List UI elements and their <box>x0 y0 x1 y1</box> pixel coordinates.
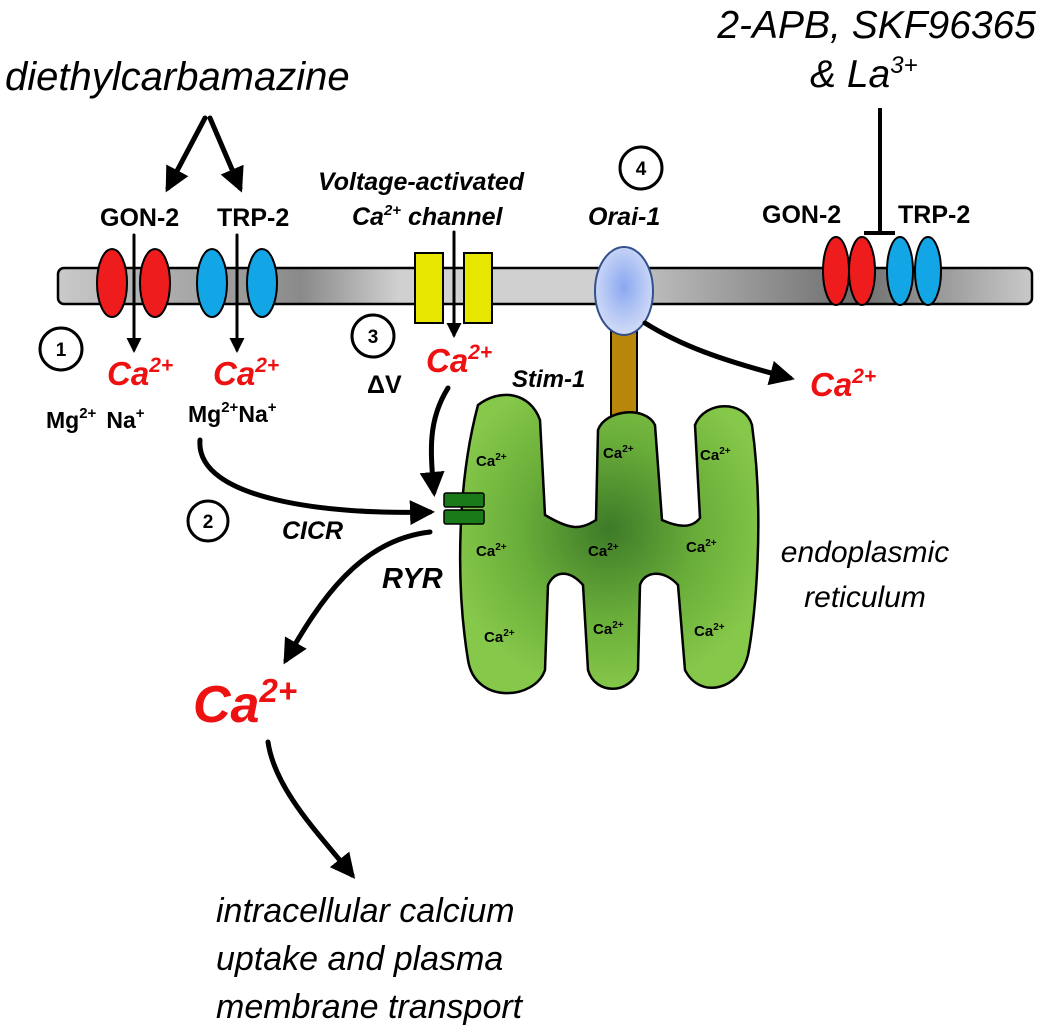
arrow-dec-to-trp2 <box>207 115 244 193</box>
blockers-line2: & La3+ <box>810 52 918 96</box>
step-1-label: 1 <box>56 340 67 361</box>
step-2-circle <box>186 499 230 543</box>
endoplasmic-reticulum <box>458 393 760 695</box>
ca-label-vac: Ca2+ <box>426 341 492 379</box>
ca-label-gon2: Ca2+ <box>107 354 173 392</box>
ca-label-cytosol: Ca2+ <box>193 672 297 734</box>
orai1-label: Orai-1 <box>588 203 660 231</box>
ca-label-orai: Ca2+ <box>810 365 876 403</box>
er-ca-9: Ca2+ <box>694 622 725 640</box>
arrow-dec-to-gon2 <box>165 115 208 193</box>
arrow-vac-ca-to-ryr <box>419 385 451 497</box>
vac-label-line2: Ca2+ channel <box>352 202 504 231</box>
arrow-orai-to-ca <box>642 320 795 386</box>
inhibition-bar <box>864 108 895 235</box>
er-ca-2: Ca2+ <box>603 444 634 462</box>
step-3-circle <box>350 313 396 359</box>
outcome-line3: membrane transport <box>216 988 524 1026</box>
er-ca-5: Ca2+ <box>588 542 619 560</box>
blockers-line1: 2-APB, SKF96365 <box>716 4 1036 47</box>
gon2-label-right: GON-2 <box>762 201 841 229</box>
er-calcium-stores: Ca2+ Ca2+ Ca2+ Ca2+ Ca2+ Ca2+ Ca2+ Ca2+ … <box>476 444 731 646</box>
arrow-ca-to-outcome <box>265 739 356 879</box>
ryr-label: RYR <box>382 563 443 595</box>
step-4-label: 4 <box>636 159 647 180</box>
delta-v-label: ΔV <box>367 371 402 399</box>
er-label-line2: reticulum <box>804 581 926 614</box>
step-3-label: 3 <box>368 327 379 348</box>
step-4-circle <box>618 145 664 191</box>
er-ca-3: Ca2+ <box>700 446 731 464</box>
outcome-line2: uptake and plasma <box>216 940 503 978</box>
er-ca-4: Ca2+ <box>476 542 507 560</box>
orai1-channel <box>594 246 654 336</box>
ryr-channel <box>443 492 485 525</box>
mg-na-label-trp2: Mg2+Na+ <box>188 399 277 427</box>
step-1-circle <box>38 326 84 372</box>
voltage-activated-channel <box>414 252 493 324</box>
trp2-channel-right <box>886 236 942 306</box>
outcome-line1: intracellular calcium <box>216 892 515 930</box>
gon2-label-left: GON-2 <box>100 204 179 232</box>
gon2-channel-left <box>96 248 171 318</box>
cicr-label: CICR <box>282 517 343 545</box>
er-ca-8: Ca2+ <box>593 620 624 638</box>
trp2-label-left: TRP-2 <box>217 204 289 232</box>
vac-label-line1: Voltage-activated <box>318 168 525 196</box>
er-ca-6: Ca2+ <box>686 538 717 556</box>
mg-na-label-gon2: Mg2+Na+ <box>46 405 145 433</box>
trp2-channel-left <box>196 248 278 318</box>
ca-label-trp2: Ca2+ <box>213 354 279 392</box>
step-2-label: 2 <box>203 512 214 533</box>
arrow-cicr <box>197 437 435 526</box>
dec-label: diethylcarbamazine <box>5 55 350 99</box>
stim1-label: Stim-1 <box>512 366 585 393</box>
arrow-ryr-to-ca <box>283 529 433 665</box>
er-label-line1: endoplasmic <box>781 536 949 569</box>
plasma-membrane <box>56 266 1034 306</box>
er-ca-7: Ca2+ <box>484 628 515 646</box>
er-ca-1: Ca2+ <box>476 452 507 470</box>
gon2-channel-right <box>822 236 876 306</box>
trp2-label-right: TRP-2 <box>898 201 970 229</box>
